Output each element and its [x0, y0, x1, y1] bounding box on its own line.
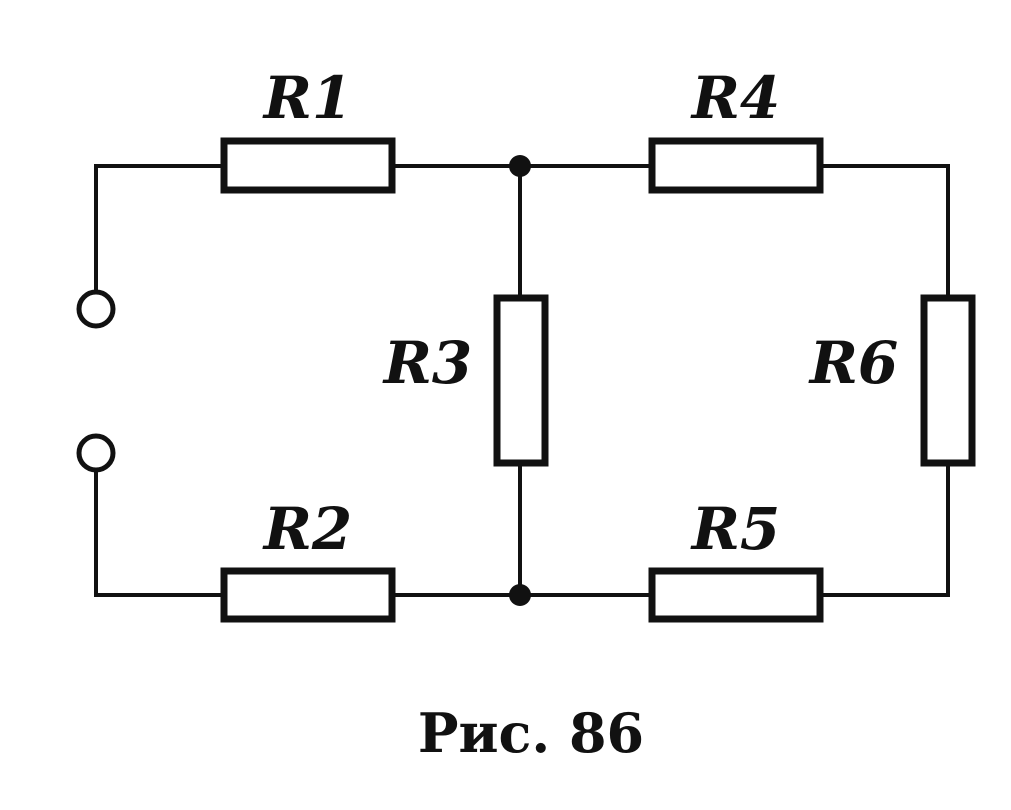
wire-r4-to-r6: [818, 164, 950, 300]
resistor-r4: [648, 137, 824, 194]
label-r5: R5: [690, 495, 781, 563]
wire-terminal-top-to-r1: [94, 164, 226, 294]
terminal-bottom: [76, 433, 116, 473]
resistor-r1: [220, 137, 396, 194]
junction-top: [509, 155, 531, 177]
wire-r2-to-terminal-bottom: [94, 470, 226, 597]
resistor-r6: [920, 294, 976, 467]
label-r2: R2: [262, 495, 353, 563]
terminal-top: [76, 289, 116, 329]
wire-r6-to-r5: [818, 461, 950, 597]
wires: [94, 164, 950, 597]
resistor-r2: [220, 567, 396, 623]
resistor-r3: [493, 294, 549, 467]
junction-bottom: [509, 584, 531, 606]
figure-caption: Рис. 86: [418, 701, 644, 765]
label-r1: R1: [262, 64, 353, 132]
resistor-r5: [648, 567, 824, 623]
label-r4: R4: [690, 64, 781, 132]
label-r6: R6: [808, 329, 899, 397]
label-r3: R3: [382, 329, 473, 397]
